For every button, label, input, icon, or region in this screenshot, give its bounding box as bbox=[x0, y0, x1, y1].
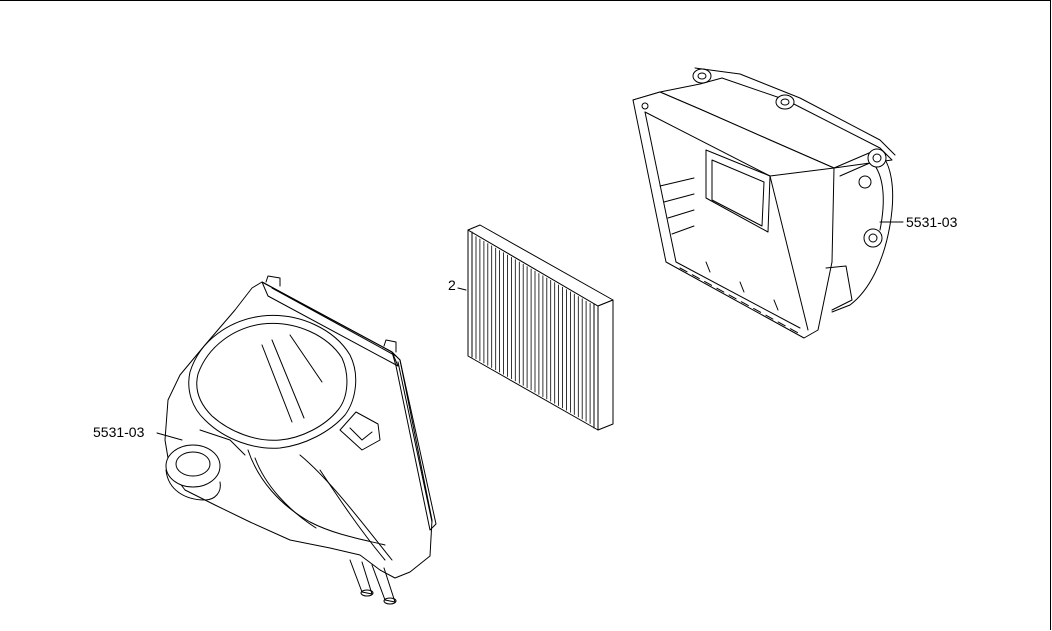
filter-pleats bbox=[475, 236, 595, 427]
right-housing bbox=[632, 67, 896, 339]
leader-line-filter bbox=[457, 287, 467, 291]
part-label-left-housing: 5531-03 bbox=[93, 424, 145, 440]
part-label-right-housing: 5531-03 bbox=[906, 214, 958, 230]
cabin-filter bbox=[467, 224, 614, 431]
leader-line-left-housing bbox=[156, 432, 183, 441]
left-housing bbox=[164, 275, 437, 605]
part-label-filter: 2 bbox=[448, 277, 456, 293]
